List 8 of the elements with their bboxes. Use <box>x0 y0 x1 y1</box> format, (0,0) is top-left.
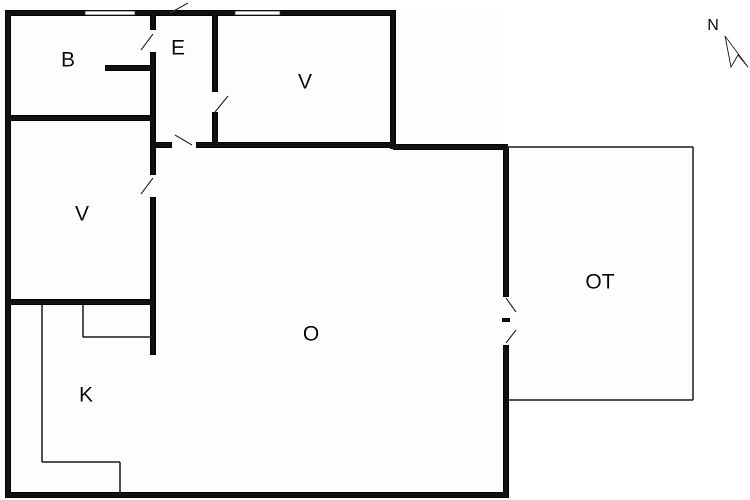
room-label: E <box>171 38 185 58</box>
room-label: V <box>298 72 312 92</box>
compass-north-label: N <box>707 18 719 34</box>
room-label: V <box>75 204 89 224</box>
room-label: O <box>302 324 320 344</box>
room-label: OT <box>585 272 615 292</box>
room-label: B <box>61 50 75 70</box>
room-label: K <box>79 384 93 406</box>
